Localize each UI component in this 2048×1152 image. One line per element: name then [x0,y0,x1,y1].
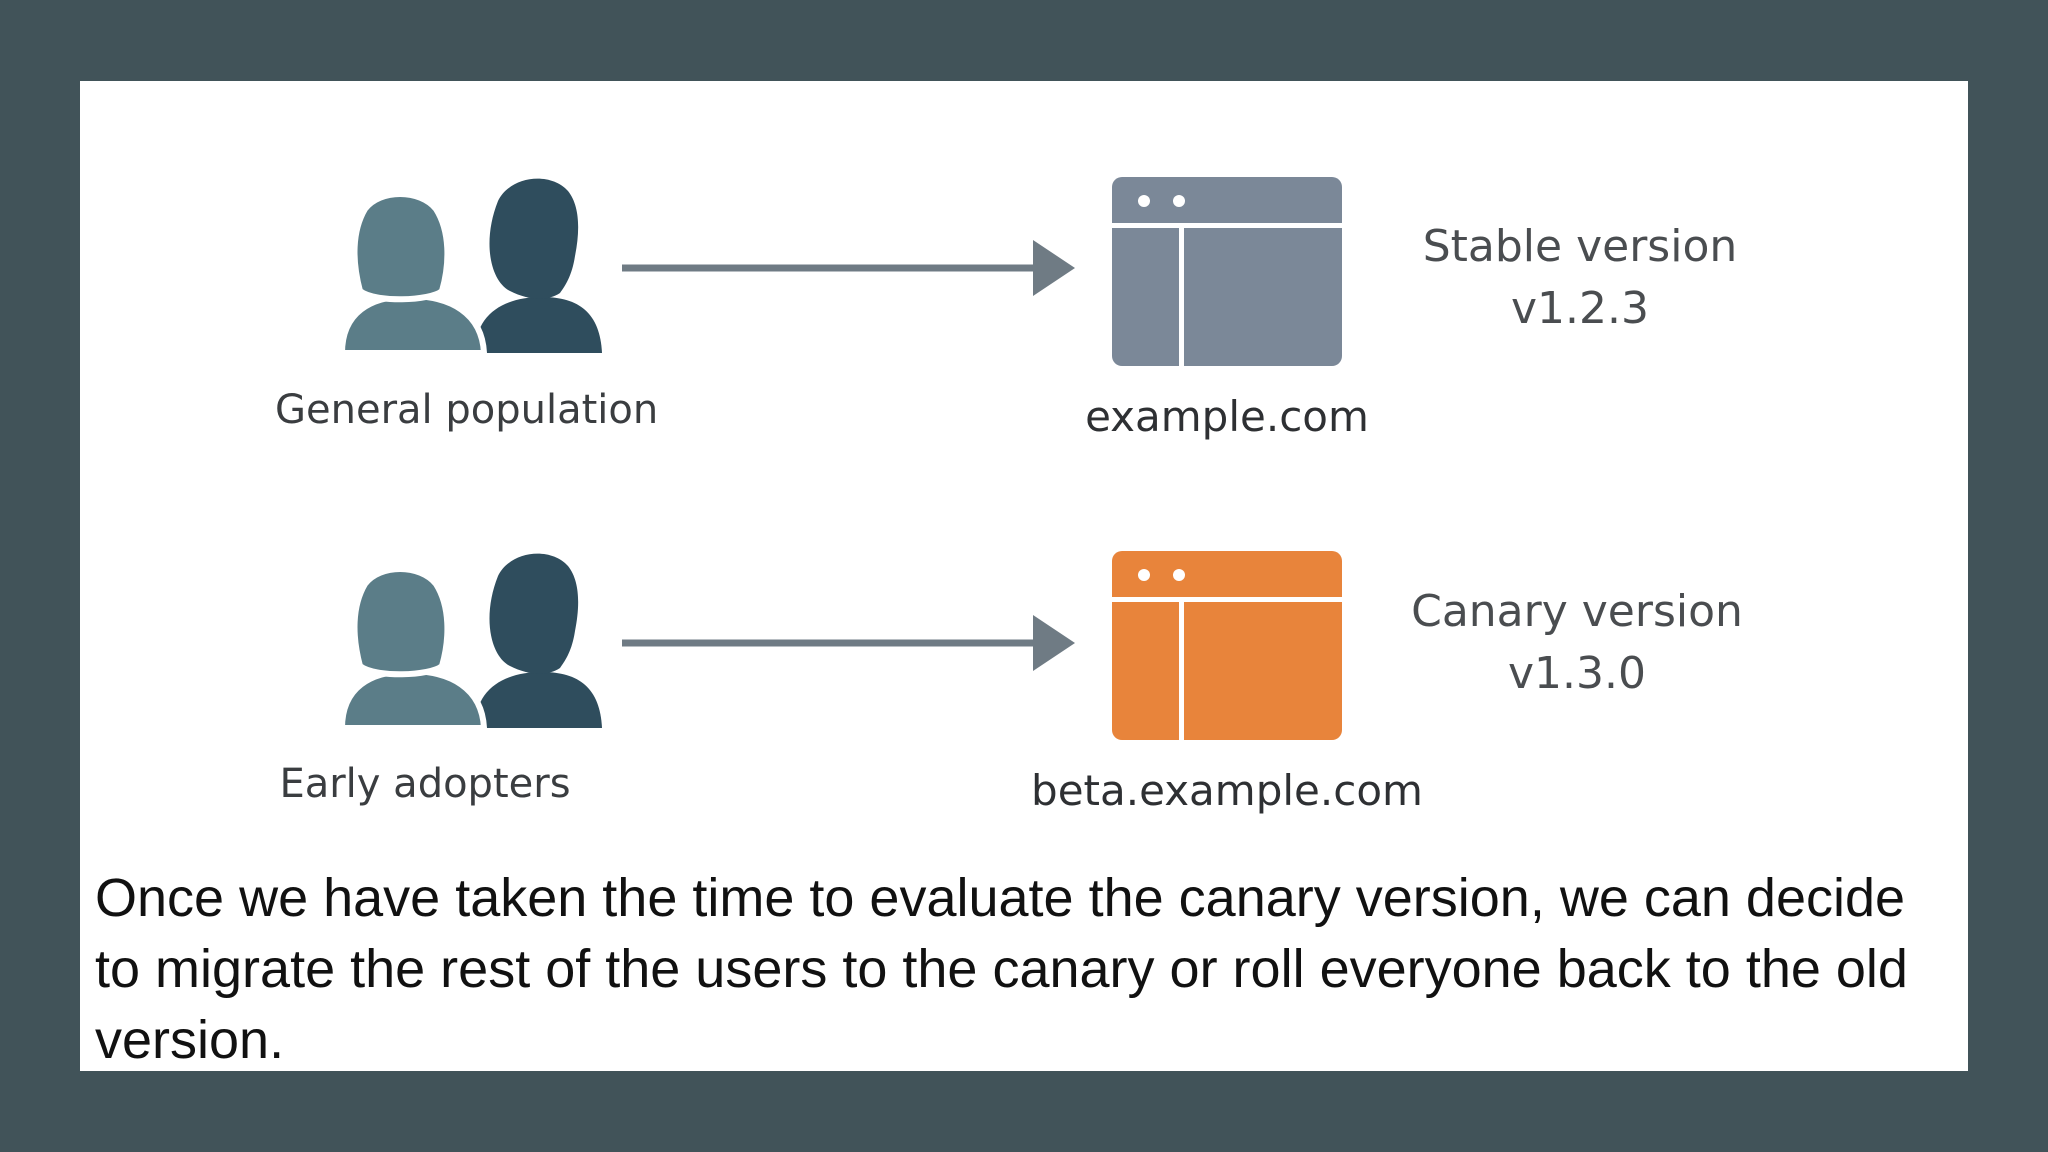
version-number: v1.2.3 [1511,283,1649,334]
version-name: Stable version [1422,221,1738,272]
version-number: v1.3.0 [1508,648,1646,699]
site-url-canary: beta.example.com [1031,766,1423,815]
group-label-early: Early adopters [279,761,571,807]
version-stable: Stable version v1.2.3 [1380,216,1780,340]
users-icon [338,553,602,731]
browser-window-stable-icon [1112,177,1342,366]
site-url-stable: example.com [1085,392,1369,441]
slide: General population example.com Stable ve… [80,81,1968,1071]
version-canary: Canary version v1.3.0 [1367,581,1787,705]
group-label-general: General population [275,387,659,433]
deployment-diagram [338,177,1342,740]
browser-window-canary-icon [1112,551,1342,740]
slide-caption: Once we have taken the time to evaluate … [95,868,1908,1070]
version-name: Canary version [1411,586,1743,637]
users-icon [338,178,602,356]
